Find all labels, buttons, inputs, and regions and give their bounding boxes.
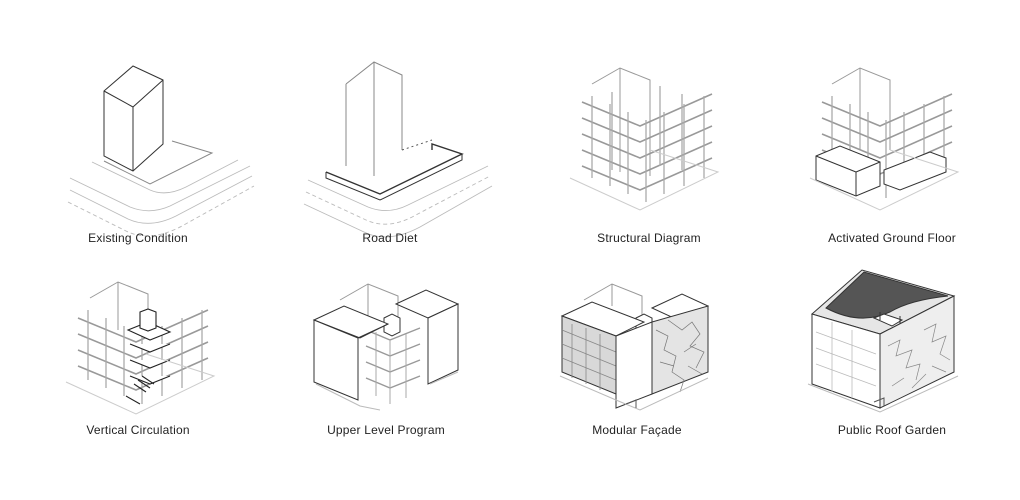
panel-modular-facade xyxy=(559,283,710,411)
caption-modular-facade: Modular Façade xyxy=(592,423,682,437)
program-volume-left xyxy=(312,305,390,401)
floor-slabs xyxy=(77,309,209,391)
panel-upper-level-program xyxy=(312,283,460,411)
site-base xyxy=(559,375,709,411)
panel-activated-ground-floor xyxy=(809,67,960,211)
roof-garden-fill xyxy=(825,271,949,319)
roof-opening xyxy=(872,313,904,327)
retail-volumes xyxy=(815,145,947,197)
caption-vertical-circulation: Vertical Circulation xyxy=(86,423,190,437)
panel-road-diet xyxy=(303,61,493,238)
floor-slabs xyxy=(581,93,713,191)
panel-existing-condition xyxy=(67,65,255,237)
program-volume-right xyxy=(394,289,460,385)
columns xyxy=(831,96,945,198)
ground-plot xyxy=(103,140,214,185)
caption-existing-condition: Existing Condition xyxy=(88,231,188,245)
site-base xyxy=(569,149,720,211)
panel-vertical-circulation xyxy=(65,281,216,415)
site-base xyxy=(807,375,959,413)
street-lines xyxy=(67,159,255,237)
core-top xyxy=(383,313,401,337)
caption-upper-level-program: Upper Level Program xyxy=(327,423,445,437)
site-base xyxy=(65,353,216,415)
caption-public-roof-garden: Public Roof Garden xyxy=(837,423,947,437)
building-volume xyxy=(811,295,955,409)
caption-road-diet: Road Diet xyxy=(362,231,418,245)
site-base xyxy=(809,149,960,211)
panel-public-roof-garden xyxy=(807,269,959,413)
columns xyxy=(591,86,705,202)
site-base xyxy=(315,371,459,411)
street-lines xyxy=(303,165,493,238)
panel-structural-diagram xyxy=(569,67,720,211)
floor-slabs xyxy=(365,327,421,389)
stair-core xyxy=(125,308,172,405)
facade-left-volume xyxy=(560,301,646,395)
facade-right-volume xyxy=(615,293,710,409)
caption-activated-ground-floor: Activated Ground Floor xyxy=(828,231,956,245)
caption-structural-diagram: Structural Diagram xyxy=(597,231,701,245)
